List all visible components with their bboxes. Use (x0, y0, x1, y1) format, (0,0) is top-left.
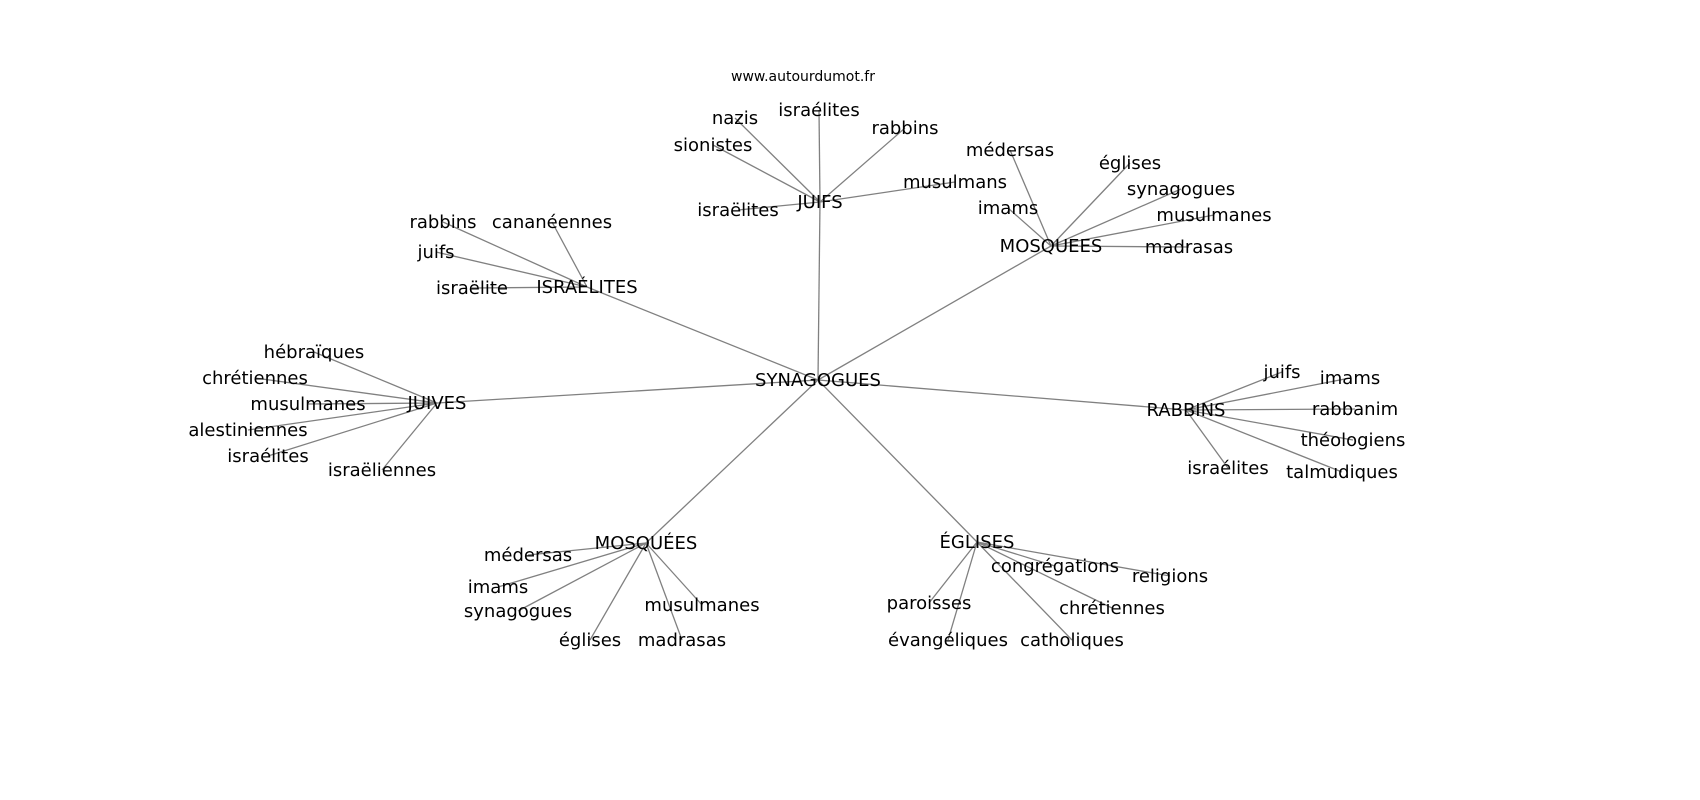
edge (307, 402, 438, 405)
edges (247, 109, 1356, 641)
leaf-node[interactable]: imams (978, 198, 1038, 219)
site-watermark[interactable]: www.autourdumot.fr (731, 69, 875, 85)
leaf-node[interactable]: évangéliques (888, 630, 1008, 651)
edge (1185, 409, 1229, 469)
edge (947, 541, 978, 641)
edge (313, 351, 438, 404)
edge (589, 542, 647, 641)
leaf-node[interactable]: israélites (778, 100, 859, 121)
edge (817, 245, 1052, 381)
edge (381, 402, 438, 471)
edge (267, 402, 438, 457)
leaf-node[interactable]: israëliennes (328, 460, 436, 481)
group-node[interactable]: JUIFS (796, 192, 842, 213)
edge (1050, 188, 1182, 247)
group-node[interactable]: JUIVES (407, 393, 467, 414)
edge (1050, 245, 1190, 248)
edge (645, 542, 703, 606)
leaf-node[interactable]: médersas (484, 545, 572, 566)
leaf-node[interactable]: cananéennes (492, 212, 612, 233)
edge (247, 402, 438, 431)
edge (1185, 377, 1351, 411)
edge (818, 109, 821, 203)
leaf-node[interactable]: israélites (1187, 458, 1268, 479)
leaf-node[interactable]: catholiques (1020, 630, 1124, 651)
leaf-node[interactable]: juifs (1262, 362, 1300, 383)
edge (1050, 162, 1131, 247)
group-node[interactable]: ISRAÉLITES (536, 276, 637, 298)
edge (819, 181, 956, 203)
edge (586, 286, 819, 381)
edge (1185, 371, 1283, 411)
edge (928, 541, 978, 604)
edge (471, 286, 588, 289)
leaf-node[interactable]: églises (1099, 153, 1161, 174)
leaf-node[interactable]: hébraïques (264, 342, 365, 363)
edge (497, 542, 647, 588)
leaf-node[interactable]: israélites (227, 446, 308, 467)
center-node[interactable]: SYNAGOGUES (755, 370, 881, 391)
edge (976, 541, 1113, 609)
leaf-node[interactable]: nazis (712, 108, 758, 129)
edge (737, 201, 821, 211)
edge (435, 251, 588, 288)
leaf-node[interactable]: imams (1320, 368, 1380, 389)
leaf-node[interactable]: synagogues (1127, 179, 1235, 200)
edge (517, 542, 647, 612)
edge (1009, 149, 1052, 247)
leaf-node[interactable]: musulmans (903, 172, 1007, 193)
edge (976, 541, 1171, 577)
leaf-node[interactable]: israëlite (436, 278, 508, 299)
leaf-node[interactable]: religions (1132, 566, 1208, 587)
edge (817, 201, 821, 381)
edge (436, 379, 819, 404)
leaf-node[interactable]: talmudiques (1286, 462, 1398, 483)
group-node[interactable]: MOSQUÉES (595, 532, 698, 554)
edge (527, 542, 647, 556)
group-node[interactable]: ÉGLISES (940, 531, 1015, 553)
leaf-node[interactable]: rabbanim (1312, 399, 1398, 420)
leaf-node[interactable]: madrasas (638, 630, 726, 651)
edge (734, 117, 821, 203)
leaf-node[interactable]: juifs (416, 242, 454, 263)
leaf-node[interactable]: madrasas (1145, 237, 1233, 258)
leaf-node[interactable]: rabbins (871, 118, 938, 139)
edge (645, 542, 683, 641)
leaf-node[interactable]: théologiens (1301, 430, 1406, 451)
leaf-node[interactable]: congrégations (991, 556, 1119, 577)
leaf-node[interactable]: musulmanes (1156, 205, 1271, 226)
group-node[interactable]: RABBINS (1147, 400, 1226, 421)
leaf-node[interactable]: églises (559, 630, 621, 651)
leaf-node[interactable]: musulmanes (644, 595, 759, 616)
leaf-node[interactable]: imams (468, 577, 528, 598)
edge (819, 127, 906, 203)
edge (817, 379, 978, 543)
leaf-node[interactable]: chrétiennes (202, 368, 308, 389)
edge (976, 541, 1056, 567)
leaf-node[interactable]: chrétiennes (1059, 598, 1165, 619)
leaf-node[interactable]: paroisses (887, 593, 972, 614)
leaf-node[interactable]: sionistes (674, 135, 753, 156)
edge (1185, 409, 1343, 473)
edge (1185, 409, 1354, 441)
edge (1185, 408, 1356, 411)
leaf-node[interactable]: rabbins (409, 212, 476, 233)
leaf-node[interactable]: médersas (966, 140, 1054, 161)
leaf-node[interactable]: alestiniennes (188, 420, 307, 441)
edge (442, 221, 588, 288)
edge (551, 221, 588, 288)
edge (645, 379, 819, 544)
leaf-node[interactable]: israëlites (697, 200, 778, 221)
edge (254, 377, 438, 404)
edge (976, 541, 1073, 641)
group-node[interactable]: MOSQUEES (1000, 236, 1103, 257)
leaf-node[interactable]: musulmanes (250, 394, 365, 415)
edge (712, 144, 821, 203)
leaf-node[interactable]: synagogues (464, 601, 572, 622)
edge (1050, 214, 1215, 247)
edge (817, 379, 1187, 411)
labels: SYNAGOGUES JUIFS nazis israélites rabbins sio… (188, 100, 1405, 651)
edge (1007, 207, 1052, 247)
